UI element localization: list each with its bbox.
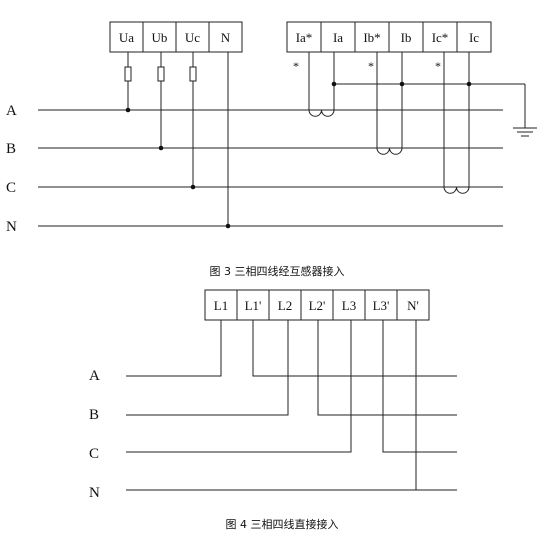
fig4-phase-label-n: N <box>89 485 100 501</box>
fig4-terminal-n-prime: N' <box>407 298 419 313</box>
fig4-terminal-l1: L1 <box>214 298 228 313</box>
fig3-terminal-ua: Ua <box>119 30 134 45</box>
fig3-terminal-n: N <box>221 30 231 45</box>
fig4-line-b-out <box>317 320 457 416</box>
figure-3: A B C N Ua Ub Uc N <box>6 21 537 278</box>
fig3-current-leads <box>308 52 537 194</box>
fig3-terminal-ia: Ia <box>333 30 343 45</box>
fig4-line-c-out <box>382 320 457 453</box>
fig3-terminal-ic-star: Ic* <box>432 30 449 45</box>
fig3-phase-label-a: A <box>6 103 17 119</box>
fig3-phase-label-c: C <box>6 180 16 196</box>
fig4-terminal-l3-prime: L3' <box>373 298 390 313</box>
fuse-ua <box>124 66 132 82</box>
fuse-ub <box>157 66 165 82</box>
fig3-polarity-mark-a: * <box>293 59 299 73</box>
fig4-line-a-in <box>126 320 222 377</box>
fig3-terminal-ub: Ub <box>152 30 168 45</box>
fig3-caption: 图 3 三相四线经互感器接入 <box>210 264 345 278</box>
fig3-phase-label-n: N <box>6 219 17 235</box>
fig4-line-b-in <box>126 320 289 416</box>
fig4-terminal-l2: L2 <box>278 298 292 313</box>
fig4-line-a-out <box>252 320 457 377</box>
fig3-terminal-ic: Ic <box>469 30 479 45</box>
fig4-phase-label-a: A <box>89 368 100 384</box>
fig4-terminal-block <box>204 289 430 321</box>
fig3-voltage-leads <box>124 52 231 229</box>
fig3-polarity-mark-b: * <box>368 59 374 73</box>
fig3-ct-coil-a <box>308 109 335 117</box>
fig3-terminal-ib: Ib <box>401 30 412 45</box>
fig4-phase-label-c: C <box>89 446 99 462</box>
fig3-terminal-ib-star: Ib* <box>363 30 380 45</box>
fig4-terminal-l3: L3 <box>342 298 356 313</box>
fig4-line-c-in <box>126 320 352 453</box>
fig3-ct-coil-c <box>443 186 470 194</box>
fuse-uc <box>189 66 197 82</box>
fig3-terminal-ia-star: Ia* <box>296 30 313 45</box>
figure-4: L1 L1' L2 L2' L3 L3' N' A B C N 图 4 三相四线… <box>89 289 457 531</box>
fig4-phase-label-b: B <box>89 407 99 423</box>
fig3-phase-label-b: B <box>6 141 16 157</box>
fig3-ct-coil-b <box>376 147 403 155</box>
fig3-polarity-mark-c: * <box>435 59 441 73</box>
fig4-terminal-l1-prime: L1' <box>245 298 262 313</box>
ground-icon <box>513 127 537 137</box>
fig3-terminal-uc: Uc <box>185 30 200 45</box>
fig4-caption: 图 4 三相四线直接接入 <box>226 517 339 531</box>
fig4-terminal-l2-prime: L2' <box>309 298 326 313</box>
